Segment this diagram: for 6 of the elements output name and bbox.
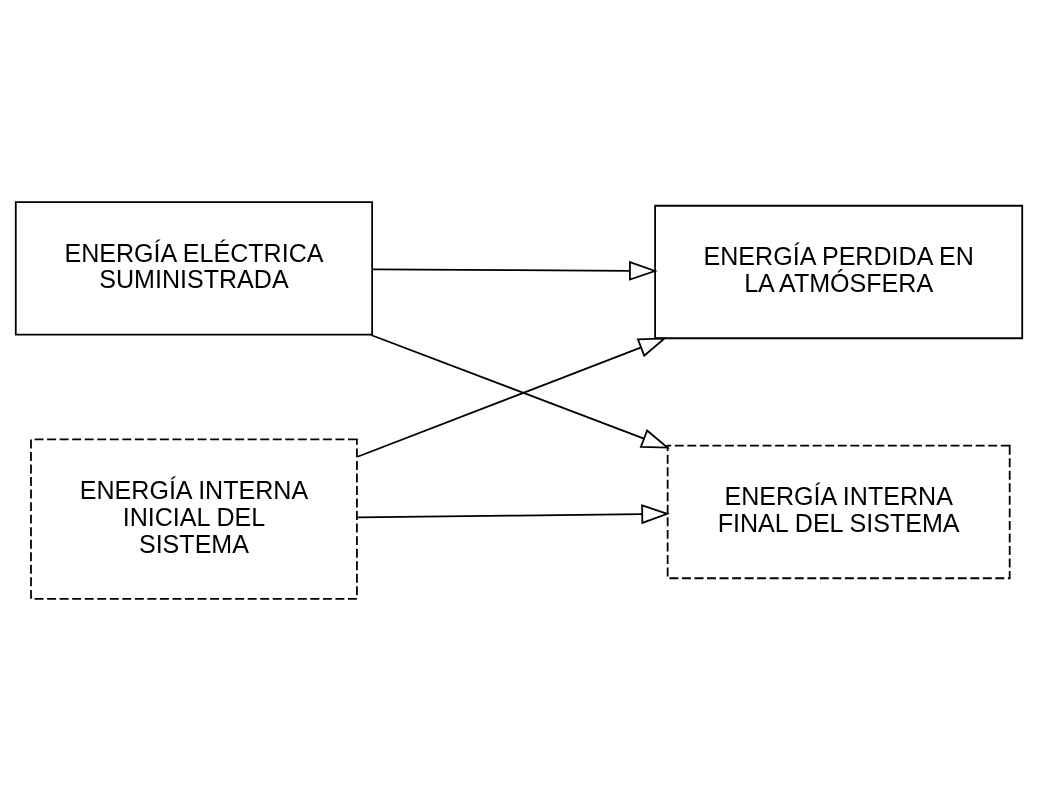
arrow: [371, 260, 658, 281]
node-box: ENERGÍA INTERNA INICIAL DEL SISTEMA: [30, 438, 358, 600]
node-box: ENERGÍA INTERNA FINAL DEL SISTEMA: [666, 444, 1011, 580]
node-box: ENERGÍA PERDIDA EN LA ATMÓSFERA: [654, 204, 1024, 340]
arrow: [356, 504, 670, 525]
node-box: ENERGÍA ELÉCTRICA SUMINISTRADA: [14, 201, 374, 336]
